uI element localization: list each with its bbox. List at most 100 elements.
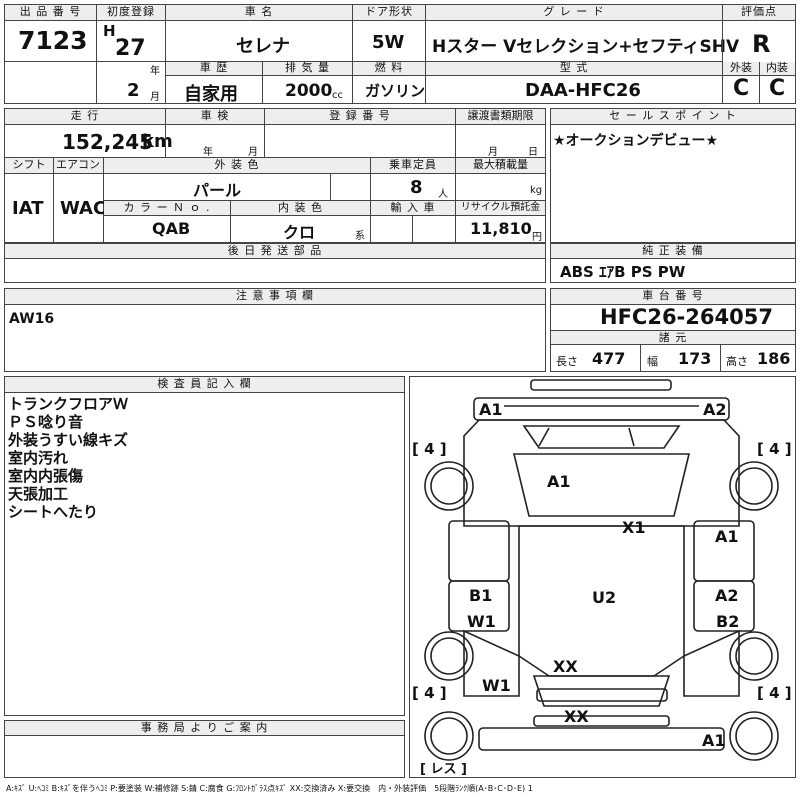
ac: WAC xyxy=(60,198,107,219)
damage-mark: A1 xyxy=(702,731,726,750)
inspector-line: ＰＳ唸り音 xyxy=(8,413,84,431)
damage-mark: W1 xyxy=(482,676,511,695)
damage-mark: A1 xyxy=(479,400,503,419)
notes-label: 注 意 事 項 欄 xyxy=(5,289,545,305)
door-label: ドア形状 xyxy=(353,5,425,21)
model-label: 型 式 xyxy=(426,62,722,76)
fuel: ガソリン xyxy=(365,82,426,100)
damage-mark: XX xyxy=(564,707,589,726)
exterior-label: 外装 xyxy=(723,62,759,76)
history: 自家用 xyxy=(184,84,238,105)
inspector-line: 室内汚れ xyxy=(8,449,69,467)
tire-depth: [ 4 ] xyxy=(757,684,792,702)
inspector-line: シートへたり xyxy=(8,503,99,521)
header-block xyxy=(4,4,796,104)
notes: AW16 xyxy=(9,311,55,327)
details-block xyxy=(4,108,546,243)
month-unit: 月 xyxy=(150,92,160,103)
legend: A:ｷｽﾞ U:ﾍｺﾐ B:ｷｽﾞを伴うﾍｺﾐ P:要塗装 W:補修跡 S:錆 … xyxy=(6,784,533,793)
damage-mark: XX xyxy=(553,657,578,676)
year-unit: 年 xyxy=(150,66,160,77)
equipment-block xyxy=(550,243,796,283)
car-outline-diagram xyxy=(424,379,779,761)
reg-year: 27 xyxy=(115,36,146,61)
damage-mark: B2 xyxy=(716,612,740,631)
damage-mark: A1 xyxy=(715,527,739,546)
inspection-label: 車 検 xyxy=(166,109,264,125)
damage-mark: A1 xyxy=(547,472,571,491)
capacity-label: 乗車定員 xyxy=(371,158,455,174)
inspector-label: 検 査 員 記 入 欄 xyxy=(5,377,404,393)
era: H xyxy=(103,22,116,40)
fuel-label: 燃 料 xyxy=(353,62,425,76)
inspector-line: 天張加工 xyxy=(8,485,69,503)
tire-depth: [ 4 ] xyxy=(412,684,447,702)
reg-number-label: 登 録 番 号 xyxy=(265,109,455,125)
recycle-label: リサイクル預託金 xyxy=(456,201,545,216)
inspector-line: 外装うすい線キズ xyxy=(8,431,129,449)
displacement: 2000 xyxy=(285,81,333,101)
tire-depth: [ 4 ] xyxy=(757,440,792,458)
later-parts-label: 後 日 発 送 部 品 xyxy=(5,244,545,259)
inspector-line: トランクフロアＷ xyxy=(8,395,129,413)
damage-mark: A2 xyxy=(715,586,739,605)
load-label: 最大積載量 xyxy=(456,158,545,174)
grade: Hスター Vセレクション+セフティSHV xyxy=(432,37,740,57)
later-parts-block xyxy=(4,243,546,283)
exterior-score: C xyxy=(733,76,750,101)
chassis-block xyxy=(550,288,796,372)
interior-label: 内装 xyxy=(759,62,795,76)
capacity-unit: 人 xyxy=(438,189,448,200)
color-no-label: カ ラ ー Ｎ ｏ . xyxy=(104,201,230,216)
spare-tire: [ レス ] xyxy=(420,762,467,777)
equipment: ABS ｴｱB PS PW xyxy=(560,263,686,281)
spec-label: 諸 元 xyxy=(551,330,795,345)
damage-mark: A2 xyxy=(703,400,727,419)
width-label: 幅 xyxy=(647,355,658,368)
ext-color-label: 外 装 色 xyxy=(104,158,370,174)
int-color-label: 内 装 色 xyxy=(231,201,370,216)
damage-mark: X1 xyxy=(622,518,646,537)
sales-point-block xyxy=(550,108,796,243)
interior-score: C xyxy=(769,76,786,101)
recycle: 11,810 xyxy=(470,219,532,238)
int-color-unit: 系 xyxy=(355,231,365,242)
color-no: QAB xyxy=(152,219,191,238)
damage-mark: W1 xyxy=(467,612,496,631)
length-label: 長さ xyxy=(556,355,578,368)
ac-label: エアコン xyxy=(53,158,103,174)
length: 477 xyxy=(592,349,626,368)
chassis-number: HFC26-264057 xyxy=(600,305,773,329)
chassis-label: 車 台 番 号 xyxy=(551,289,795,305)
tire-depth: [ 4 ] xyxy=(412,440,447,458)
car-name-label: 車 名 xyxy=(166,5,352,21)
score: R xyxy=(752,30,771,58)
notes-block xyxy=(4,288,546,372)
sales-point-label: セ ー ル ス ポ イ ン ト xyxy=(551,109,795,125)
inspector-block xyxy=(4,376,405,716)
displacement-label: 排 気 量 xyxy=(263,62,352,76)
height: 186 xyxy=(757,349,791,368)
inspector-lines: トランクフロアＷ ＰＳ唸り音 外装うすい線キズ 室内汚れ 室内内張傷 天張加工 … xyxy=(8,395,128,521)
mileage: 152,245 xyxy=(62,130,154,154)
recycle-unit: 円 xyxy=(532,232,542,243)
damage-diagram xyxy=(409,376,796,778)
mileage-unit: km xyxy=(142,131,173,152)
damage-mark: U2 xyxy=(592,588,617,607)
grade-label: グ レ ー ド xyxy=(426,5,722,21)
office-block xyxy=(4,720,405,778)
damage-mark: B1 xyxy=(469,586,493,605)
width: 173 xyxy=(678,349,712,368)
lot-label: 出 品 番 号 xyxy=(5,5,96,21)
office-label: 事 務 局 よ り ご 案 内 xyxy=(5,721,404,736)
transfer-label: 譲渡書類期限 xyxy=(456,109,545,125)
model: DAA-HFC26 xyxy=(525,80,641,101)
score-label: 評価点 xyxy=(723,5,795,21)
shift: IAT xyxy=(12,198,44,219)
history-label: 車 歴 xyxy=(166,62,262,76)
capacity: 8 xyxy=(410,177,423,198)
height-label: 高さ xyxy=(726,355,748,368)
month: 2 xyxy=(127,80,140,101)
door-type: 5W xyxy=(372,32,405,53)
transfer-day-unit: 日 xyxy=(528,147,538,158)
